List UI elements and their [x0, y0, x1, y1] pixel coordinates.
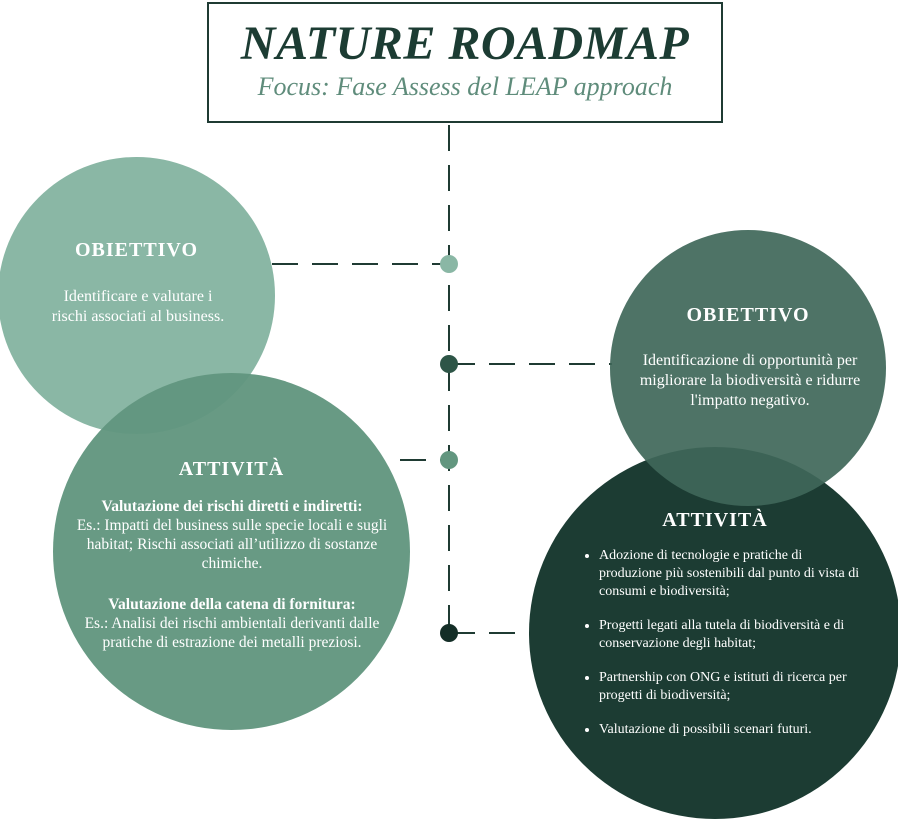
activity-group-1-text: Es.: Impatti del business sulle specie l… — [76, 517, 388, 572]
left-activities-heading: ATTIVITÀ — [178, 458, 285, 480]
activity-group-2-title: Valutazione della catena di fornitura: — [108, 596, 356, 613]
timeline-dot-3 — [440, 451, 458, 469]
title-box: NATURE ROADMAP Focus: Fase Assess del LE… — [207, 2, 723, 123]
page-title: NATURE ROADMAP — [240, 17, 690, 70]
activity-group-2-text: Es.: Analisi dei rischi ambientali deriv… — [84, 615, 380, 651]
left-objective-heading: OBIETTIVO — [74, 239, 199, 261]
right-activities-circle: ATTIVITÀ Adozione di tecnologie e pratic… — [529, 447, 898, 819]
activity-group-1-title: Valutazione dei rischi diretti e indiret… — [101, 498, 363, 515]
right-activities-heading: ATTIVITÀ — [662, 509, 768, 531]
page-subtitle: Focus: Fase Assess del LEAP approach — [257, 72, 673, 101]
list-item: Adozione di tecnologie e pratiche di pro… — [599, 547, 867, 601]
timeline-dot-1 — [440, 255, 458, 273]
right-activities-list: Adozione di tecnologie e pratiche di pro… — [579, 547, 867, 755]
list-item: Partnership con ONG e istituti di ricerc… — [599, 669, 867, 705]
activity-group-2: Valutazione della catena di fornitura: E… — [75, 595, 389, 652]
timeline-dot-2 — [440, 355, 458, 373]
left-activities-circle: ATTIVITÀ Valutazione dei rischi diretti … — [53, 373, 410, 730]
right-objective-circle: OBIETTIVO Identificazione di opportunità… — [610, 230, 886, 506]
list-item: Valutazione di possibili scenari futuri. — [599, 721, 867, 739]
list-item: Progetti legati alla tutela di biodivers… — [599, 617, 867, 653]
left-objective-text: Identificare e valutare i rischi associa… — [51, 288, 225, 325]
right-objective-text: Identificazione di opportunità per migli… — [639, 352, 861, 409]
activity-group-1: Valutazione dei rischi diretti e indiret… — [75, 497, 389, 573]
timeline-dot-4 — [440, 624, 458, 642]
right-objective-heading: OBIETTIVO — [686, 304, 810, 326]
